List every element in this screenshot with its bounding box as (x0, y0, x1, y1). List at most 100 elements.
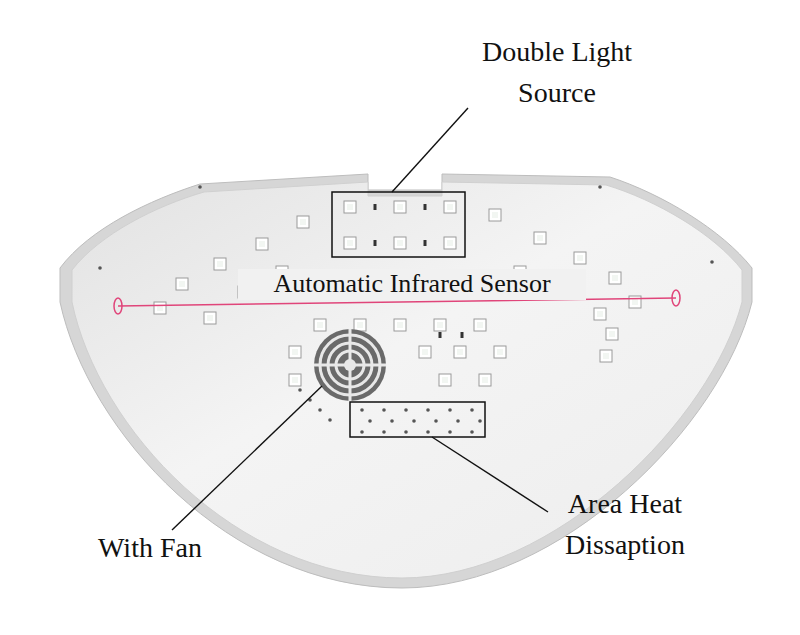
fan-ring (314, 329, 386, 401)
vent-hole (478, 419, 482, 423)
leader-line (172, 386, 322, 530)
led-core (357, 322, 363, 328)
led-core (292, 377, 298, 383)
vent-hole (426, 408, 430, 412)
led-chip (574, 252, 586, 264)
callout-label: Area Heat Dissaption (520, 484, 730, 565)
vent-hole (198, 185, 202, 189)
led-chip (444, 237, 456, 249)
led-chip (489, 209, 501, 221)
led-chip (606, 328, 618, 340)
led-core (632, 299, 638, 305)
vent-hole (448, 408, 452, 412)
led-core (603, 353, 609, 359)
led-chip (419, 346, 431, 358)
vent-hole (434, 419, 438, 423)
marker-dot (374, 204, 377, 210)
leader-line (432, 437, 548, 512)
marker-dot (424, 204, 427, 210)
led-chip (394, 201, 406, 213)
vent-hole (598, 185, 602, 189)
led-core (292, 349, 298, 355)
led-core (457, 349, 463, 355)
led-core (347, 240, 353, 246)
callout-label: With Fan (70, 528, 230, 569)
led-core (259, 241, 265, 247)
callout-label: Automatic Infrared Sensor (238, 269, 586, 300)
marker-dot (424, 240, 427, 246)
led-core (397, 204, 403, 210)
led-chip (454, 346, 466, 358)
led-chip (534, 232, 546, 244)
led-core (217, 261, 223, 267)
fan-symbol (314, 329, 386, 401)
led-chip (256, 238, 268, 250)
led-chip (204, 312, 216, 324)
led-chip (479, 374, 491, 386)
led-core (207, 315, 213, 321)
led-chip (344, 237, 356, 249)
led-chip (297, 216, 309, 228)
marker-dot (374, 240, 377, 246)
vent-hole (98, 266, 102, 270)
led-core (422, 349, 428, 355)
led-core (447, 240, 453, 246)
vent-hole (710, 260, 714, 264)
vent-hole (328, 418, 332, 422)
vent-hole (412, 419, 416, 423)
vent-hole (456, 419, 460, 423)
lamp-rim (60, 174, 752, 588)
callout-label: Double Light Source (462, 32, 652, 113)
led-core (442, 377, 448, 383)
led-core (477, 322, 483, 328)
led-core (447, 204, 453, 210)
led-core (397, 240, 403, 246)
led-chip (289, 374, 301, 386)
led-chip (609, 272, 621, 284)
led-chip (214, 258, 226, 270)
vent-hole (470, 430, 474, 434)
led-core (347, 204, 353, 210)
led-chip (176, 278, 188, 290)
marker-dot (461, 332, 464, 338)
led-core (609, 331, 615, 337)
led-core (597, 311, 603, 317)
led-core (397, 322, 403, 328)
vent-hole (390, 419, 394, 423)
led-chip (354, 319, 366, 331)
led-chip (154, 302, 166, 314)
led-core (537, 235, 543, 241)
vent-hole (448, 430, 452, 434)
led-chip (494, 346, 506, 358)
lamp-body (72, 182, 742, 578)
vent-hole (360, 430, 364, 434)
vent-hole (298, 388, 302, 392)
led-core (577, 255, 583, 261)
vent-hole (404, 430, 408, 434)
vent-hole (368, 419, 372, 423)
vent-hole (426, 430, 430, 434)
led-core (482, 377, 488, 383)
led-core (492, 212, 498, 218)
led-core (437, 322, 443, 328)
led-chip (289, 346, 301, 358)
led-core (497, 349, 503, 355)
led-chip (394, 319, 406, 331)
vent-hole (382, 430, 386, 434)
led-chip (344, 201, 356, 213)
vent-hole (318, 408, 322, 412)
led-group (98, 185, 714, 434)
vent-hole (404, 408, 408, 412)
vent-hole (382, 408, 386, 412)
marker-dot (439, 332, 442, 338)
led-chip (444, 201, 456, 213)
fan-spoke (349, 329, 352, 401)
vent-hole (470, 408, 474, 412)
led-chip (594, 308, 606, 320)
sensor-eye (114, 298, 122, 314)
led-chip (474, 319, 486, 331)
sensor-eye (672, 290, 680, 306)
led-core (179, 281, 185, 287)
led-chip (600, 350, 612, 362)
